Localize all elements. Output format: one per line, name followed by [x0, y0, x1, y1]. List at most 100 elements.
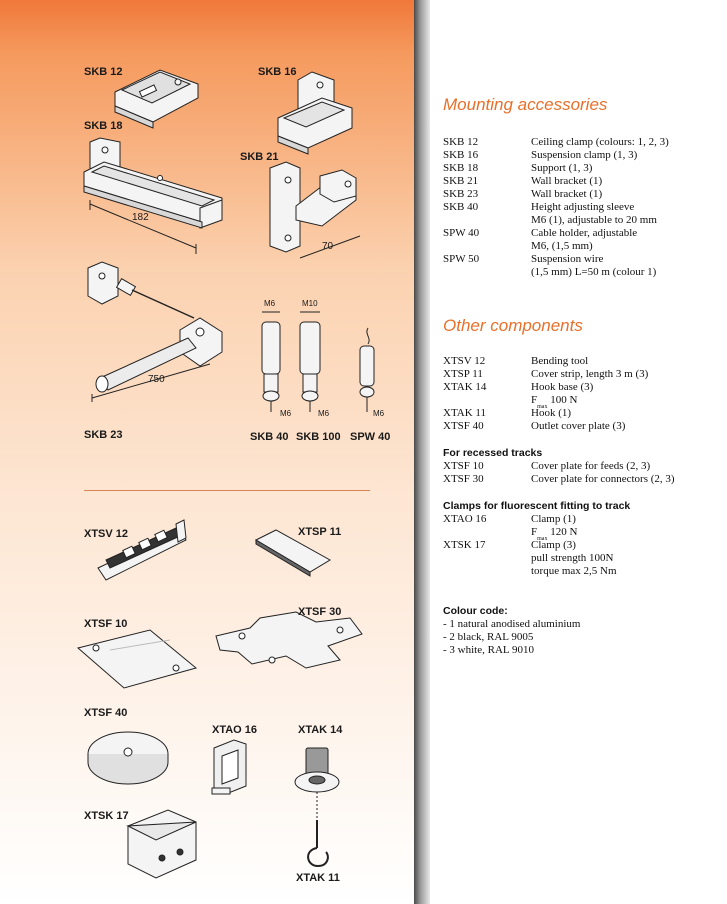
- heading-recessed-tracks: For recessed tracks: [443, 447, 543, 459]
- item-description: Fmax 100 N: [531, 394, 577, 412]
- label-skb12: SKB 12: [84, 66, 123, 78]
- xtsf30-drawing: [215, 611, 363, 669]
- product-illustrations: [76, 69, 375, 879]
- illustration-panel: [0, 0, 414, 904]
- item-description: Bending tool: [531, 355, 589, 367]
- heading-mounting-accessories: Mounting accessories: [443, 95, 608, 114]
- colour-code-list: - 1 natural anodised aluminium - 2 black…: [443, 618, 580, 657]
- heading-clamps: Clamps for fluorescent fitting to track: [443, 500, 631, 512]
- xtsf10-drawing: [76, 629, 198, 689]
- label-skb40: SKB 40: [250, 431, 289, 443]
- item-description: M6, (1,5 mm): [531, 240, 593, 252]
- item-description: Outlet cover plate (3): [531, 420, 626, 432]
- dimension-m6-top: M6: [264, 299, 276, 308]
- label-xtsk17: XTSK 17: [84, 810, 129, 822]
- label-skb18: SKB 18: [84, 120, 123, 132]
- xtsf40-drawing: [87, 731, 169, 785]
- skb21-drawing: [269, 161, 361, 259]
- label-xtsf40: XTSF 40: [84, 707, 128, 719]
- item-code: XTAO 16: [443, 513, 487, 525]
- item-description: Hook base (3): [531, 381, 594, 393]
- skb18-drawing: [83, 137, 223, 254]
- item-description: Cover plate for connectors (2, 3): [531, 473, 675, 485]
- label-skb16: SKB 16: [258, 66, 297, 78]
- item-description: M6 (1), adjustable to 20 mm: [531, 214, 657, 226]
- label-xtak14: XTAK 14: [298, 724, 343, 736]
- dimension-m6-b: M6: [318, 409, 330, 418]
- item-code: SKB 12: [443, 136, 479, 148]
- item-code: XTSF 30: [443, 473, 484, 485]
- item-description: Hook (1): [531, 407, 572, 419]
- force-letter: F: [531, 526, 538, 538]
- colour-item: - 3 white, RAL 9010: [443, 644, 534, 656]
- skb23-drawing: [87, 261, 223, 402]
- xtak11-drawing: [307, 820, 329, 868]
- item-description: pull strength 100N: [531, 552, 614, 564]
- item-code: XTSF 40: [443, 420, 484, 432]
- dimension-182: 182: [132, 212, 149, 223]
- xtsv12-drawing: [97, 519, 187, 581]
- label-xtsv12: XTSV 12: [84, 528, 129, 540]
- item-code: XTSF 10: [443, 460, 484, 472]
- dimension-70: 70: [322, 241, 334, 252]
- item-code: SKB 16: [443, 149, 479, 161]
- dimension-750: 750: [148, 374, 165, 385]
- item-description: Suspension clamp (1, 3): [531, 149, 638, 161]
- item-code: SKB 40: [443, 201, 479, 213]
- xtsp11-drawing: [254, 529, 331, 577]
- item-code: XTAK 11: [443, 407, 487, 419]
- item-description: Suspension wire: [531, 253, 604, 265]
- item-code: SKB 23: [443, 188, 479, 200]
- item-description: Clamp (3): [531, 539, 576, 551]
- force-subscript: max: [537, 536, 548, 543]
- item-description: Fmax 120 N: [531, 526, 577, 544]
- label-xtao16: XTAO 16: [212, 724, 258, 736]
- label-xtsf30: XTSF 30: [298, 606, 342, 618]
- item-description: Wall bracket (1): [531, 188, 603, 200]
- dimension-m6-c: M6: [373, 409, 385, 418]
- skb100-drawing: [299, 311, 321, 412]
- label-skb100: SKB 100: [296, 431, 341, 443]
- page-spine: [414, 0, 430, 904]
- item-code: XTSP 11: [443, 368, 483, 380]
- colour-item: - 2 black, RAL 9005: [443, 631, 534, 643]
- item-description: Clamp (1): [531, 513, 576, 525]
- item-description: torque max 2,5 Nm: [531, 565, 617, 577]
- item-code: SKB 21: [443, 175, 479, 187]
- label-xtsp11: XTSP 11: [298, 526, 342, 538]
- item-description: Cable holder, adjustable: [531, 227, 638, 239]
- spw40-drawing: [359, 327, 375, 412]
- heading-colour-code: Colour code:: [443, 605, 508, 617]
- item-description: Cover strip, length 3 m (3): [531, 368, 649, 380]
- item-code: XTAK 14: [443, 381, 487, 393]
- label-spw40: SPW 40: [350, 431, 391, 443]
- item-description: Wall bracket (1): [531, 175, 603, 187]
- skb40-drawing: [261, 311, 281, 412]
- item-code: XTSK 17: [443, 539, 486, 551]
- force-letter: F: [531, 394, 538, 406]
- force-symbol: Fmax: [531, 526, 547, 542]
- item-code: SKB 18: [443, 162, 479, 174]
- label-skb21: SKB 21: [240, 151, 279, 163]
- dimension-m10-top: M10: [302, 299, 318, 308]
- item-description: Ceiling clamp (colours: 1, 2, 3): [531, 136, 669, 148]
- force-value: 100 N: [550, 394, 578, 406]
- force-subscript: max: [537, 404, 548, 411]
- xtak14-drawing: [294, 747, 340, 820]
- skb16-drawing: [277, 71, 353, 155]
- item-description: (1,5 mm) L=50 m (colour 1): [531, 266, 657, 278]
- item-description: Cover plate for feeds (2, 3): [531, 460, 651, 472]
- dimension-m6-a: M6: [280, 409, 292, 418]
- label-xtak11: XTAK 11: [296, 872, 340, 884]
- label-skb23: SKB 23: [84, 429, 123, 441]
- skb12-drawing: [114, 69, 199, 129]
- xtao16-drawing: [211, 739, 247, 795]
- item-code: SPW 50: [443, 253, 480, 265]
- force-symbol: Fmax: [531, 394, 547, 410]
- label-xtsf10: XTSF 10: [84, 618, 128, 630]
- item-description: Height adjusting sleeve: [531, 201, 635, 213]
- colour-item: - 1 natural anodised aluminium: [443, 618, 581, 630]
- xtsk17-drawing: [126, 809, 197, 879]
- section-divider: [84, 490, 370, 491]
- item-description: Support (1, 3): [531, 162, 593, 174]
